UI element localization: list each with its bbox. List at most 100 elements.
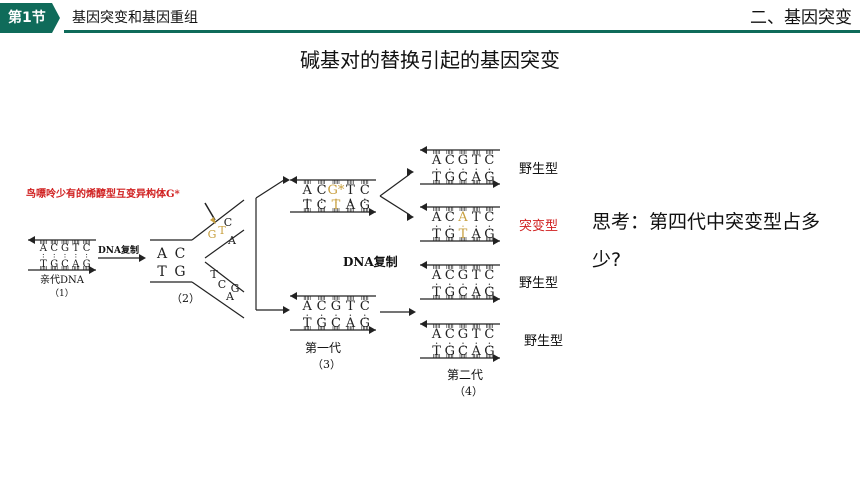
fork-lower-strand	[191, 281, 245, 319]
gen2-2-bottom-base: T	[432, 227, 441, 242]
label-4: （4）	[454, 385, 483, 398]
fork-G2: G	[231, 282, 240, 295]
gen2-1-top-base: A	[431, 153, 442, 168]
dna-copy-label: DNA复制	[343, 254, 398, 269]
gen2-3-bottom-base: T	[432, 285, 441, 300]
annotation-arrow-line	[204, 202, 216, 221]
parent-top-base: C	[50, 243, 58, 254]
gen2-2-top-base: A	[431, 210, 442, 225]
gen2-4-bottom-base: G	[484, 344, 494, 359]
gen2-4-top-base: T	[472, 327, 481, 342]
branch-up-head	[283, 176, 290, 184]
gen2-2-bond: :	[488, 221, 492, 233]
fork-base-G: G	[174, 264, 185, 280]
gen2-4-bottom-base: T	[432, 344, 441, 359]
gen2-1-top-arrow	[420, 146, 427, 154]
fork-base-A: A	[156, 246, 168, 262]
fork-T2: T	[210, 268, 218, 281]
gen1-upper-top-base: T	[346, 183, 355, 198]
arrow-to-m1-head	[407, 213, 414, 221]
gen1-upper-bottom-arrow	[369, 208, 376, 216]
gen2-1-top-base: C	[445, 153, 455, 168]
gen1-lower-bottom-arrow	[369, 326, 376, 334]
gen2-4-bond: :	[461, 338, 465, 350]
gen2-3-top-base: C	[445, 268, 455, 283]
gen2-2-top-base: T	[472, 210, 481, 225]
dna-copy-small-label: DNA复制	[98, 244, 139, 256]
gen2-2-bond: :	[474, 221, 478, 233]
gen2-1-top-base: T	[472, 153, 481, 168]
gen2-1-bottom-base: T	[432, 170, 441, 185]
gen2-1-bottom-base: G	[445, 170, 455, 185]
gen1-lower-bond: :	[349, 310, 353, 322]
gen2-4-top-base: C	[445, 327, 455, 342]
fork-upper-inner	[204, 229, 245, 259]
gen2-3-bond: :	[474, 279, 478, 291]
gen2-4-bond: :	[474, 338, 478, 350]
gen2-1-bottom-base: G	[484, 170, 494, 185]
gen1-upper-bond: :	[334, 194, 338, 206]
parent-bond: :	[42, 251, 45, 260]
gen1-label: 第一代	[305, 341, 341, 355]
gen2-3-bottom-base: G	[445, 285, 455, 300]
gen2-3-bottom-arrow	[493, 295, 500, 303]
gen1-upper-bond: :	[349, 194, 353, 206]
gen1-upper-top-base: C	[360, 183, 370, 198]
parent-bottom-base: T	[40, 259, 47, 270]
gen2-2-bottom-base: G	[484, 227, 494, 242]
parent-bond: :	[74, 251, 77, 260]
branch-down-head	[283, 306, 290, 314]
gen2-2-bond: :	[461, 221, 465, 233]
gen2-4-bottom-base: C	[458, 344, 468, 359]
gen2-3-bond: :	[448, 279, 452, 291]
gen1-lower-top-base: C	[317, 299, 327, 314]
fork-upper-strand	[191, 199, 245, 241]
parent-top-base: A	[39, 243, 48, 254]
gen1-upper-bottom-base: T	[303, 198, 312, 213]
gen1-lower-top-base: T	[346, 299, 355, 314]
gen2-4-bottom-arrow	[493, 354, 500, 362]
gen1-upper-top-base: G*	[328, 183, 345, 198]
arrow-to-w2-head	[409, 308, 416, 316]
gen2-3-bottom-base: A	[471, 285, 482, 300]
gen2-3-top-base: G	[458, 268, 468, 283]
gen1-lower-top-base: G	[331, 299, 341, 314]
fork-A: A	[227, 234, 237, 247]
parent-bottom-base: G	[50, 259, 58, 270]
main-title: 碱基对的替换引起的基因突变	[300, 48, 560, 72]
fork-G-star: G	[208, 228, 217, 241]
parent-bond: :	[85, 251, 88, 260]
gen1-upper-bottom-base: C	[317, 198, 327, 213]
gen2-2-top-base: C	[484, 210, 494, 225]
gen1-upper-bottom-base: G	[360, 198, 370, 213]
fork-C: C	[224, 216, 232, 229]
gen2-1-bond: :	[435, 164, 439, 176]
parent-bond: :	[64, 251, 67, 260]
arrow-to-m1	[379, 195, 411, 216]
gen1-lower-top-base: C	[360, 299, 370, 314]
parent-dna-label: 亲代DNA	[40, 273, 85, 286]
gen1-upper-top-base: C	[317, 183, 327, 198]
label-2: （2）	[171, 292, 200, 305]
arrow-to-w1-head	[407, 168, 414, 176]
parent-bottom-base: G	[83, 259, 91, 270]
gen2-4-bond: :	[488, 338, 492, 350]
fork-A2: A	[225, 290, 235, 303]
gen2-3-top-base: A	[431, 268, 442, 283]
type-3: 野生型	[519, 276, 558, 291]
fork-C2: C	[218, 278, 226, 291]
gen1-upper-top-base: A	[302, 183, 313, 198]
gen2-4-top-arrow	[420, 320, 427, 328]
gen2-2-top-arrow	[420, 203, 427, 211]
gen2-1-top-base: G	[458, 153, 468, 168]
parent-bottom-base: C	[61, 259, 69, 270]
slide-header: 第1节 基因突变和基因重组 二、基因突变	[0, 0, 860, 36]
gen2-1-bottom-base: C	[458, 170, 468, 185]
gen2-2-bottom-base: G	[445, 227, 455, 242]
gen1-lower-bond: :	[305, 310, 309, 322]
gen2-2-bond: :	[435, 221, 439, 233]
fork-lower-inner	[204, 261, 245, 293]
gen2-4-top-base: C	[484, 327, 494, 342]
parent-top-arrow	[28, 236, 35, 244]
